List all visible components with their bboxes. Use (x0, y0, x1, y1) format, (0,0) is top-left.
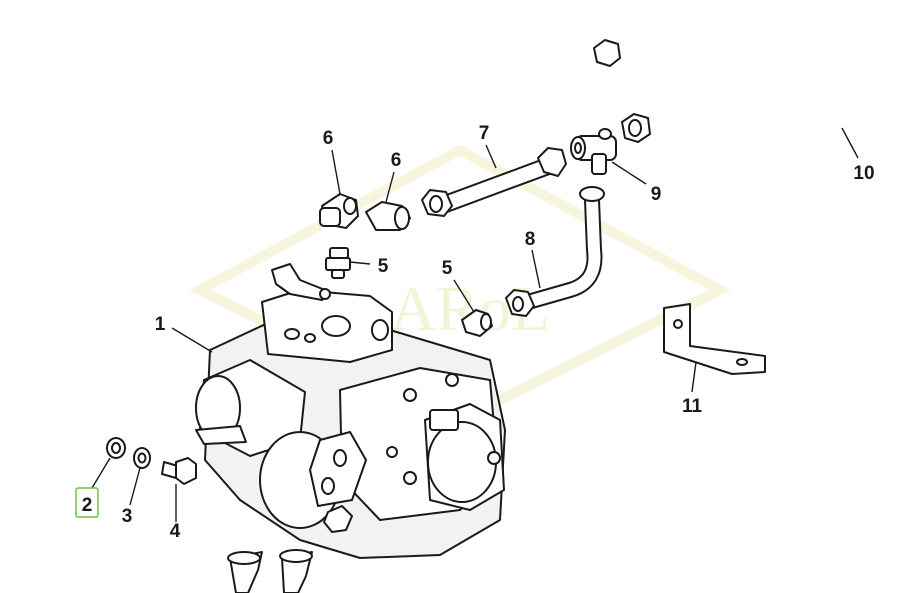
callout-9[interactable]: 9 (651, 184, 662, 205)
leader-lines (91, 127, 859, 522)
callout-6-right[interactable]: 6 (391, 150, 402, 171)
callout-8[interactable]: 8 (525, 229, 536, 250)
callout-7[interactable]: 7 (479, 123, 490, 144)
callout-labels: 1 2 3 4 5 5 6 6 7 8 9 10 11 (75, 123, 875, 542)
tee-fitting[interactable] (570, 128, 617, 175)
straight-pipe[interactable] (421, 147, 567, 217)
callout-11[interactable]: 11 (682, 396, 703, 417)
elbow-fitting-left[interactable] (319, 193, 359, 229)
washer-large[interactable] (106, 437, 126, 459)
long-return-pipe[interactable] (593, 39, 876, 143)
callout-5-top[interactable]: 5 (378, 256, 389, 277)
union-fitting-top[interactable] (325, 247, 351, 279)
bent-pipe[interactable] (505, 186, 605, 317)
callout-4[interactable]: 4 (170, 521, 181, 542)
union-fitting-right[interactable] (461, 309, 493, 337)
callout-10[interactable]: 10 (853, 163, 874, 184)
callout-1[interactable]: 1 (155, 314, 166, 335)
callout-2[interactable]: 2 (82, 495, 93, 516)
elbow-fitting-right[interactable] (365, 201, 411, 231)
bracket[interactable] (663, 303, 766, 375)
callout-2-highlight (75, 487, 99, 518)
injection-pump[interactable] (195, 263, 506, 593)
bolt[interactable] (161, 457, 197, 485)
callout-5-right[interactable]: 5 (442, 258, 453, 279)
washer-small[interactable] (133, 447, 151, 469)
callout-6-left[interactable]: 6 (323, 128, 334, 149)
callout-3[interactable]: 3 (122, 506, 133, 527)
